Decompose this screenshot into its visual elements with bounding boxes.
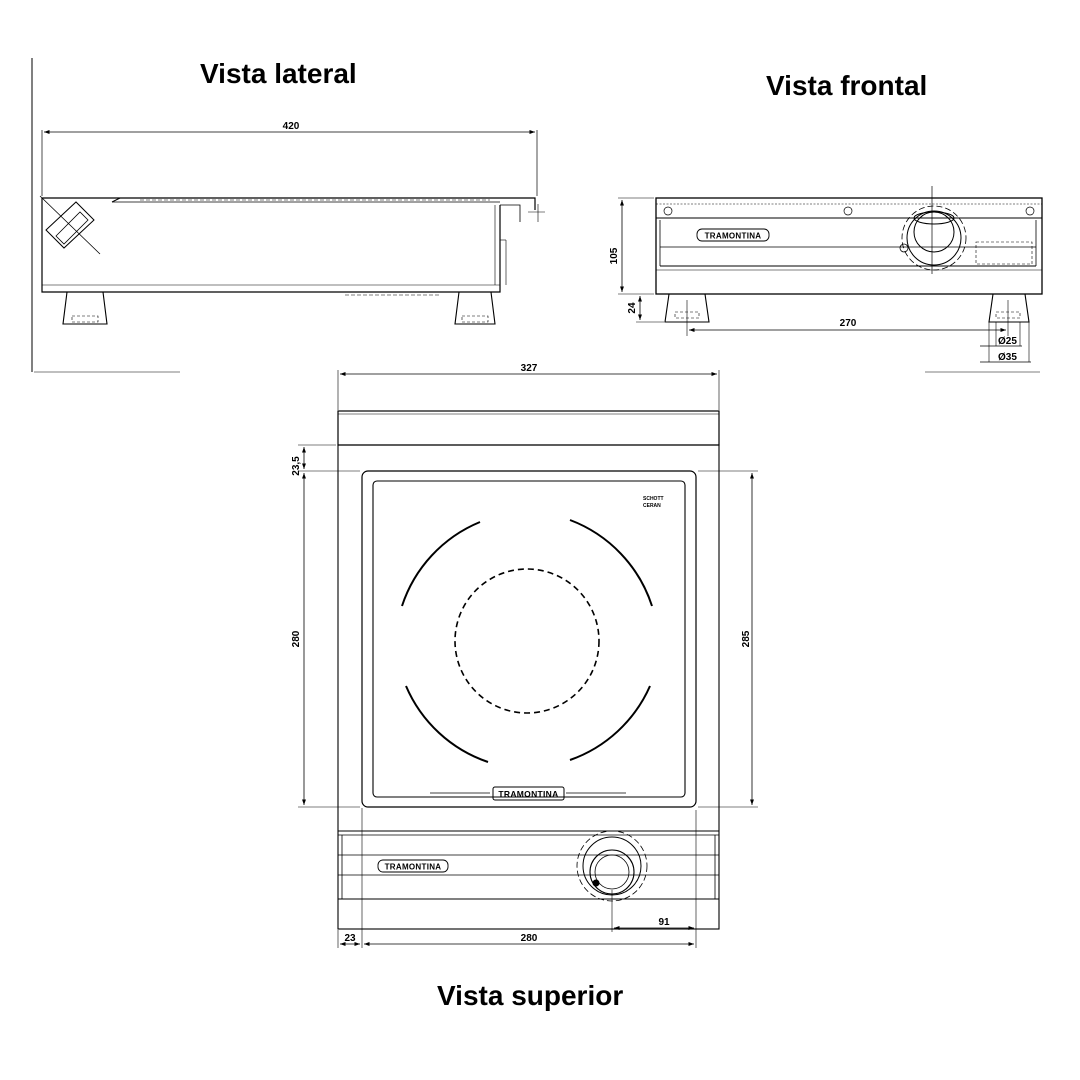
dimension-left-margin: 23 xyxy=(344,933,356,944)
cooking-zone-circle xyxy=(454,568,600,714)
dimension-lateral-length: 420 xyxy=(283,121,300,132)
svg-text:SCHOTT: SCHOTT xyxy=(643,496,664,502)
control-panel: TRAMONTINA xyxy=(338,830,719,902)
top-body xyxy=(337,444,720,930)
view-title-lateral: Vista lateral xyxy=(200,58,357,89)
dimension-top-offset: 23,5 xyxy=(291,456,302,476)
rear-rim xyxy=(337,410,720,446)
dimension-frontal-height: 105 xyxy=(609,247,620,264)
svg-text:CERAN: CERAN xyxy=(643,503,661,509)
superior-view: 327 SCHOTT CERAN TRAMONTINA 23 xyxy=(291,363,758,948)
view-title-frontal: Vista frontal xyxy=(766,70,928,101)
dimension-knob-offset: 91 xyxy=(658,917,670,928)
frontal-view: TRAMONTINA 105 24 270 xyxy=(609,186,1043,373)
dimension-overall-depth: 285 xyxy=(741,630,752,647)
dimension-foot-diameter-outer: Ø35 xyxy=(998,352,1017,363)
cooking-zone-arcs xyxy=(401,519,653,763)
glass-plate-inner xyxy=(372,480,686,798)
panel-brand-plate xyxy=(377,859,449,873)
panel-brand-label: TRAMONTINA xyxy=(385,863,442,872)
lateral-knob xyxy=(39,195,101,255)
frontal-brand-label: TRAMONTINA xyxy=(705,232,762,241)
dimension-glass-width: 280 xyxy=(521,933,538,944)
dimension-frontal-foot-height: 24 xyxy=(627,302,638,314)
frontal-body xyxy=(655,197,1043,295)
dimension-top-width: 327 xyxy=(521,363,538,374)
lateral-foot-left xyxy=(62,291,108,325)
view-title-superior: Vista superior xyxy=(437,980,624,1011)
glass-logo: SCHOTT CERAN xyxy=(643,496,664,509)
lateral-foot-right xyxy=(454,291,496,325)
dimension-frontal-foot-spacing: 270 xyxy=(840,318,857,329)
dimension-glass-depth: 280 xyxy=(291,630,302,647)
glass-brand-label: TRAMONTINA xyxy=(498,789,558,799)
lateral-view: 420 xyxy=(31,58,545,373)
frontal-brand-plate xyxy=(696,228,770,242)
frontal-foot-right xyxy=(988,293,1030,323)
dimension-foot-diameter-inner: Ø25 xyxy=(998,336,1017,347)
frontal-knob xyxy=(899,186,967,274)
glass-plate-outer xyxy=(361,470,697,808)
glass-brand-plate xyxy=(492,786,565,801)
